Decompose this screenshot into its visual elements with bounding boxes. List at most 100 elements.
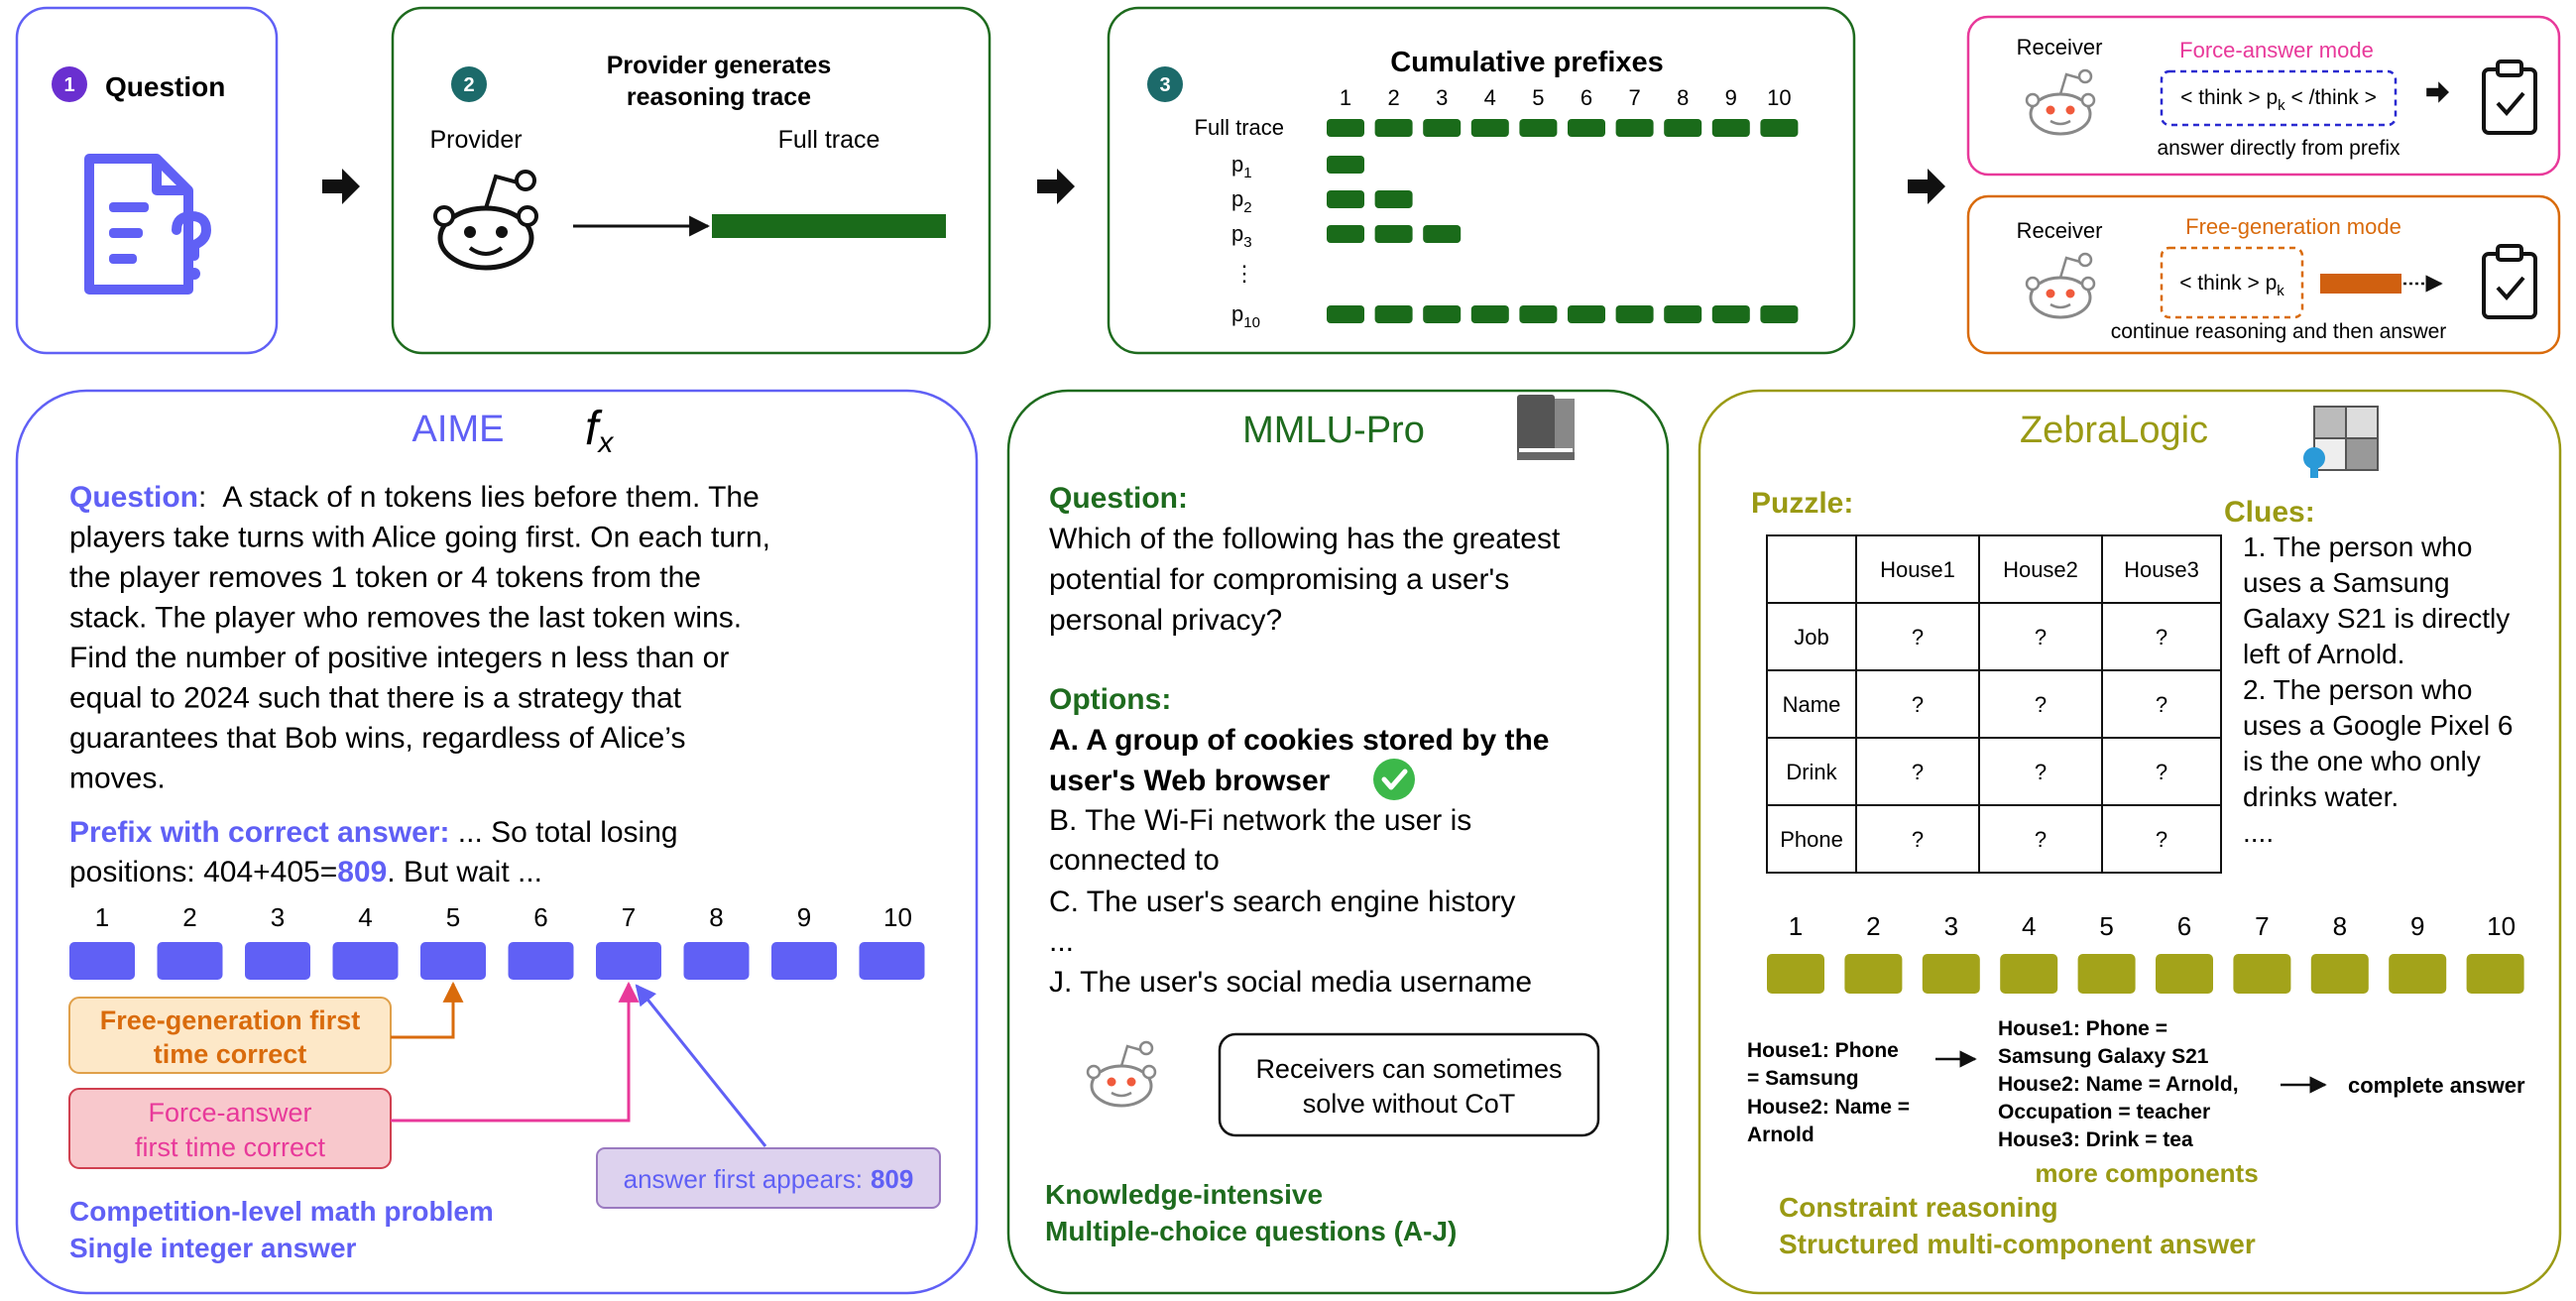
book-icon — [1517, 395, 1575, 460]
zebra-column-number: 5 — [2099, 911, 2113, 941]
prefix-column-number: 1 — [1340, 85, 1351, 110]
clues-label: Clues: — [2224, 496, 2315, 529]
force-receiver-label: Receiver — [2017, 35, 2103, 59]
puzzle-table-cell: House1 — [1880, 557, 1955, 582]
zebra-column-number: 7 — [2255, 911, 2269, 941]
aime-question-line1: Question:A stack of n tokens lies before… — [69, 481, 760, 514]
prefix-block — [1327, 225, 1364, 243]
puzzle-table-cell: Drink — [1786, 760, 1837, 784]
prefix-row-label: p2 — [1231, 186, 1252, 216]
prefix-column-number: 9 — [1725, 85, 1737, 110]
mmlu-question-label: Question: — [1049, 482, 1188, 515]
mmlu-option-line: C. The user's search engine history — [1049, 886, 1515, 918]
prefix-block — [1760, 119, 1799, 137]
zebra-column-number: 10 — [2487, 911, 2516, 941]
aime-question-line: players take turns with Alice going firs… — [69, 522, 770, 554]
prefix-column-number: 8 — [1677, 85, 1689, 110]
puzzle-table-cell: House2 — [2003, 557, 2078, 582]
puzzle-table-cell: ? — [1912, 827, 1924, 852]
partial-answer-line: House3: Drink = tea — [1998, 1128, 2193, 1151]
free-pointer-arrow — [391, 981, 464, 1039]
prefix-column-number: 5 — [1532, 85, 1544, 110]
prefix-block — [1327, 119, 1364, 137]
free-first-correct-line1: Free-generation first — [100, 1005, 361, 1035]
zebra-prefix-block — [1922, 954, 1980, 994]
zebra-prefix-block — [2233, 954, 2291, 994]
aime-prefix-block — [69, 942, 135, 980]
zebra-column-number: 1 — [1789, 911, 1803, 941]
aime-prefix-block — [859, 942, 925, 980]
prefix-block — [1760, 305, 1799, 323]
mmlu-question-line: personal privacy? — [1049, 604, 1282, 637]
prefix-block — [1711, 305, 1750, 323]
zebra-prefix-block — [1767, 954, 1824, 994]
aime-question-text: players take turns with Alice going firs… — [69, 522, 770, 795]
aime-column-number: 6 — [533, 902, 547, 932]
prefix-block — [1568, 119, 1605, 137]
mmlu-footer-line1: Knowledge-intensive — [1045, 1179, 1323, 1210]
puzzle-table-cell: ? — [1912, 625, 1924, 650]
prefix-row-label: p3 — [1231, 221, 1252, 251]
force-answer-panel: Receiver Force-answer mode < think > pk … — [1966, 15, 2561, 177]
clue-line: 1. The person who — [2243, 532, 2472, 562]
clue-line: Galaxy S21 is directly — [2243, 603, 2510, 634]
answer-first-appears-text: answer first appears:809 — [624, 1164, 914, 1194]
mmlu-option-line: connected to — [1049, 844, 1220, 877]
prefix-block — [1374, 225, 1413, 243]
complete-answer-label: complete answer — [2348, 1073, 2525, 1098]
free-first-correct-line2: time correct — [154, 1039, 307, 1069]
aime-question-line: Find the number of positive integers n l… — [69, 642, 729, 674]
mmlu-options: B. The Wi-Fi network the user is connecte… — [1049, 804, 1532, 999]
partial-answer-right: House1: Phone =Samsung Galaxy S21House2:… — [1998, 1017, 2239, 1151]
puzzle-icon — [2303, 406, 2379, 478]
aime-prefix-block — [596, 942, 661, 980]
aime-column-number: 7 — [622, 902, 636, 932]
aime-column-number: 8 — [709, 902, 723, 932]
prefix-column-number: 2 — [1387, 85, 1399, 110]
step1-label: Question — [105, 71, 225, 102]
prefix-block — [1374, 119, 1413, 137]
mmlu-option-line: ... — [1049, 925, 1074, 958]
mmlu-option-a-line2: user's Web browser — [1049, 765, 1331, 797]
clue-line: 2. The person who — [2243, 674, 2472, 705]
more-components-label: more components — [2035, 1158, 2258, 1188]
prefix-row-label: Full trace — [1195, 115, 1284, 140]
free-first-correct-box — [68, 997, 392, 1074]
puzzle-table-cell: Phone — [1780, 827, 1843, 852]
prefix-column-number: 3 — [1436, 85, 1448, 110]
prefix-column-number: 6 — [1581, 85, 1592, 110]
prefix-block — [1470, 119, 1509, 137]
prefix-row-label: p10 — [1231, 301, 1260, 331]
clue-line: .... — [2243, 817, 2274, 848]
prefix-block — [1568, 305, 1605, 323]
partial-answer-line: Occupation = teacher — [1998, 1101, 2210, 1124]
clipboard-check-icon — [2482, 59, 2537, 135]
partial-answer-line: House2: Name = — [1747, 1096, 1910, 1119]
arrow-right-icon — [1037, 169, 1075, 204]
no-cot-note-line2: solve without CoT — [1303, 1089, 1516, 1119]
prefix-row-label: ⋮ — [1233, 261, 1255, 286]
free-generation-panel: Receiver Free-generation mode < think > … — [1966, 194, 2561, 355]
force-mode-title: Force-answer mode — [2179, 38, 2374, 62]
aime-question-line: equal to 2024 such that there is a strat… — [69, 682, 682, 715]
aime-column-number: 2 — [182, 902, 196, 932]
aime-column-number: 9 — [797, 902, 811, 932]
prefix-column-number: 4 — [1484, 85, 1496, 110]
no-cot-note-line1: Receivers can sometimes — [1255, 1054, 1562, 1084]
free-mode-title: Free-generation mode — [2185, 214, 2401, 239]
zebra-column-number: 3 — [1944, 911, 1958, 941]
prefix-block — [1423, 305, 1462, 323]
prefix-block — [1519, 305, 1558, 323]
continued-reasoning-bar — [2320, 274, 2401, 294]
prefix-block — [1615, 305, 1654, 323]
force-first-correct-line1: Force-answer — [148, 1098, 311, 1127]
puzzle-table-cell: Name — [1783, 692, 1841, 717]
aime-column-number: 1 — [95, 902, 109, 932]
provider-label: Provider — [429, 126, 522, 154]
partial-answer-line: House1: Phone = — [1998, 1017, 2167, 1040]
aime-column-number: 3 — [271, 902, 285, 932]
mmlu-option-line: B. The Wi-Fi network the user is — [1049, 804, 1471, 837]
aime-prefix-block — [771, 942, 837, 980]
